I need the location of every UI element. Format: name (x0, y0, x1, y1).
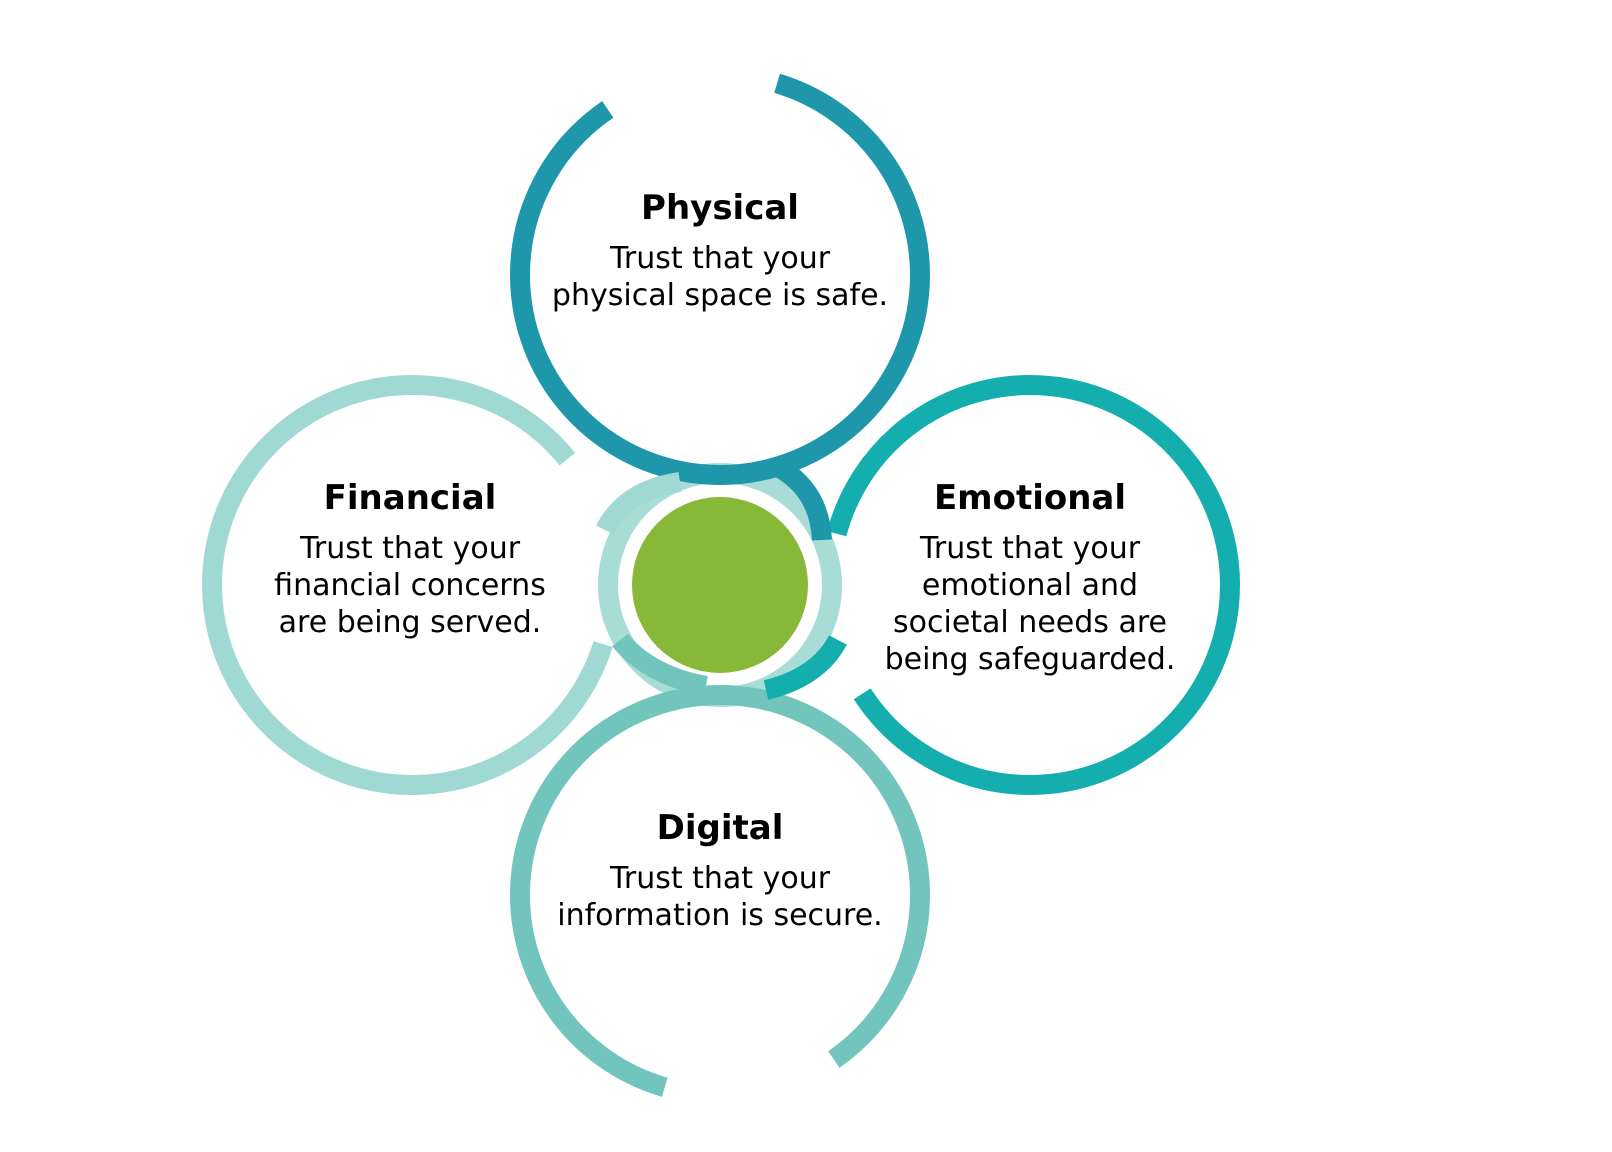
digital-title: Digital (656, 808, 784, 848)
physical-circle (510, 65, 930, 485)
physical-description-line: Trust that your (609, 241, 831, 276)
financial-description-line: are being served. (278, 605, 542, 640)
emotional-description-line: emotional and (921, 568, 1139, 603)
emotional-title: Emotional (933, 478, 1127, 518)
digital-label: Digital Trust that your information is s… (550, 808, 890, 934)
financial-connector-stroke (596, 472, 682, 535)
emotional-circle (820, 375, 1240, 795)
physical-label: Physical Trust that your physical space … (550, 188, 890, 314)
emotional-description-line: Trust that your (919, 531, 1141, 566)
financial-description: Trust that your financial concerns are b… (240, 530, 580, 641)
center-circle (632, 497, 808, 673)
financial-description-line: financial concerns (274, 568, 546, 603)
financial-label: Financial Trust that your financial conc… (240, 478, 580, 641)
digital-description: Trust that your information is secure. (550, 860, 890, 934)
digital-description-line: Trust that your (609, 861, 831, 896)
physical-description: Trust that your physical space is safe. (550, 240, 890, 314)
financial-title: Financial (323, 478, 497, 518)
digital-circle (510, 685, 930, 1105)
emotional-description-line: societal needs are (893, 605, 1167, 640)
emotional-description-line: being safeguarded. (884, 642, 1176, 677)
emotional-connector-stroke (763, 635, 847, 700)
emotional-label: Emotional Trust that your emotional and … (860, 478, 1200, 678)
emotional-description: Trust that your emotional and societal n… (860, 530, 1200, 678)
physical-title: Physical (641, 188, 799, 228)
physical-connector-stroke (774, 459, 832, 541)
financial-circle (202, 375, 622, 795)
digital-connector-stroke (612, 633, 708, 696)
digital-description-line: information is secure. (557, 898, 883, 933)
financial-description-line: Trust that your (299, 531, 521, 566)
physical-description-line: physical space is safe. (551, 278, 889, 313)
